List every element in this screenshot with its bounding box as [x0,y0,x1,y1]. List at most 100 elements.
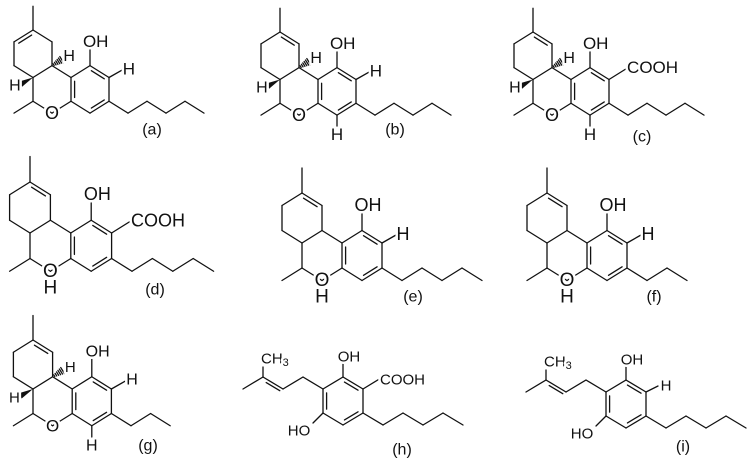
hash-line [300,63,304,68]
alkyl-chain-bond [393,102,414,116]
aromatic-bond [317,66,338,81]
ring-b-bond [301,267,323,282]
methyl-bond [13,100,34,114]
aromatic-bond [361,267,383,282]
alkyl-chain-bond [608,102,629,116]
alkyl-chain-bond [665,102,686,116]
alkyl-chain-bond [666,267,688,282]
alkyl-chain-bond [725,415,747,429]
ring-a-bond [513,66,534,81]
alkyl-chain-bond [705,415,727,429]
prenyl-bond [545,379,567,393]
compound-label-c: (c) [633,129,652,146]
aromatic-bond [605,379,627,393]
aromatic-bond [606,267,628,282]
carboxyl-label: COOH [380,372,425,389]
compound-label-f: (f) [646,289,661,306]
double-bond-line [626,384,642,394]
solid-wedge-bond [18,389,33,399]
alkyl-chain-bond [374,102,395,116]
compound-label-g: (g) [138,438,158,455]
ring-a-bond [526,192,548,207]
aromatic-bond [322,376,344,390]
aromatic-bond [361,229,383,244]
alkyl-chain-bond [665,415,687,429]
aromatic-bond [91,412,113,427]
alkyl-chain-bond [627,102,648,116]
ring-a-bond [13,29,34,43]
hashed-wedge-bond [53,366,66,378]
hash-line [55,60,59,65]
aryl-h-bond [110,380,126,390]
methyl-bond [12,412,34,427]
hydroxyl-label: OH [338,349,361,366]
hash-line [556,60,561,67]
hash-line [53,374,56,378]
alkyl-chain-bond [127,100,148,114]
ring-b-bond [51,376,73,390]
ring-b-bond [32,412,54,427]
aryl-h-bond [381,234,397,244]
ring-b-bond [321,267,343,282]
double-bond-line [607,235,623,245]
aryl-h-bond [645,385,659,393]
hydroxyl-label: OH [84,184,111,204]
ring-oxygen-label: O [545,105,559,125]
aromatic-bond [91,376,113,390]
methyl-subscript: 3 [566,360,572,372]
hash-line [60,366,66,375]
hash-line [557,59,563,66]
alkyl-chain-bond [412,102,433,116]
double-bond-line [590,101,605,111]
hydroxonium-hydrogen-label: H [44,278,58,299]
ring-b-bond [51,412,73,427]
hydroxyl-bond [595,415,607,427]
ring-b-bond [532,102,553,116]
aromatic-bond [89,64,110,79]
ring-a-bond [8,219,31,234]
alkyl-chain-bond [165,100,186,114]
aromatic-bond [570,66,591,81]
aromatic-bond [336,102,357,116]
hash-line [52,63,55,67]
ring-a-bond [32,64,53,79]
hash-line [58,368,64,375]
ring-a-bond [8,181,31,196]
aryl-h-bond [626,234,642,244]
carboxyl-label: COOH [131,210,185,230]
ring-oxygen-label: O [43,261,58,282]
hash-line [59,55,65,64]
stereo-hydrogen-label: H [310,50,322,67]
methyl-bond [525,379,547,393]
ring-oxygen-label: O [46,416,59,435]
aryl-hydrogen-label: H [331,125,343,144]
hashed-wedge-bond [299,57,312,69]
hash-line [54,372,58,377]
double-bond-line [548,384,564,395]
ring-b-bond [298,102,319,116]
double-bond-line [30,186,47,197]
alkyl-chain-bond [646,102,667,116]
ring-b-bond [321,229,343,244]
aryl-hydrogen-label: H [126,372,138,389]
ring-a-bond [279,31,300,45]
ring-b-bond [32,100,53,114]
methyl-bond [526,267,548,282]
aromatic-bond [341,267,363,282]
aryl-hydrogen-label: H [584,125,596,144]
ring-a-bond [532,31,553,45]
prenyl-bond [585,379,607,393]
double-bond-line [343,381,359,391]
compound-label-a: (a) [142,122,162,139]
ring-b-bond [51,100,72,114]
alkyl-chain-bond [110,257,133,272]
ring-a-bond [301,229,323,244]
hydroxyl-label: OH [86,343,110,360]
double-bond-line [280,36,295,46]
compound-label-i: (i) [676,439,690,456]
aromatic-bond [70,219,92,234]
hydroxyl-label: OH [330,34,356,53]
